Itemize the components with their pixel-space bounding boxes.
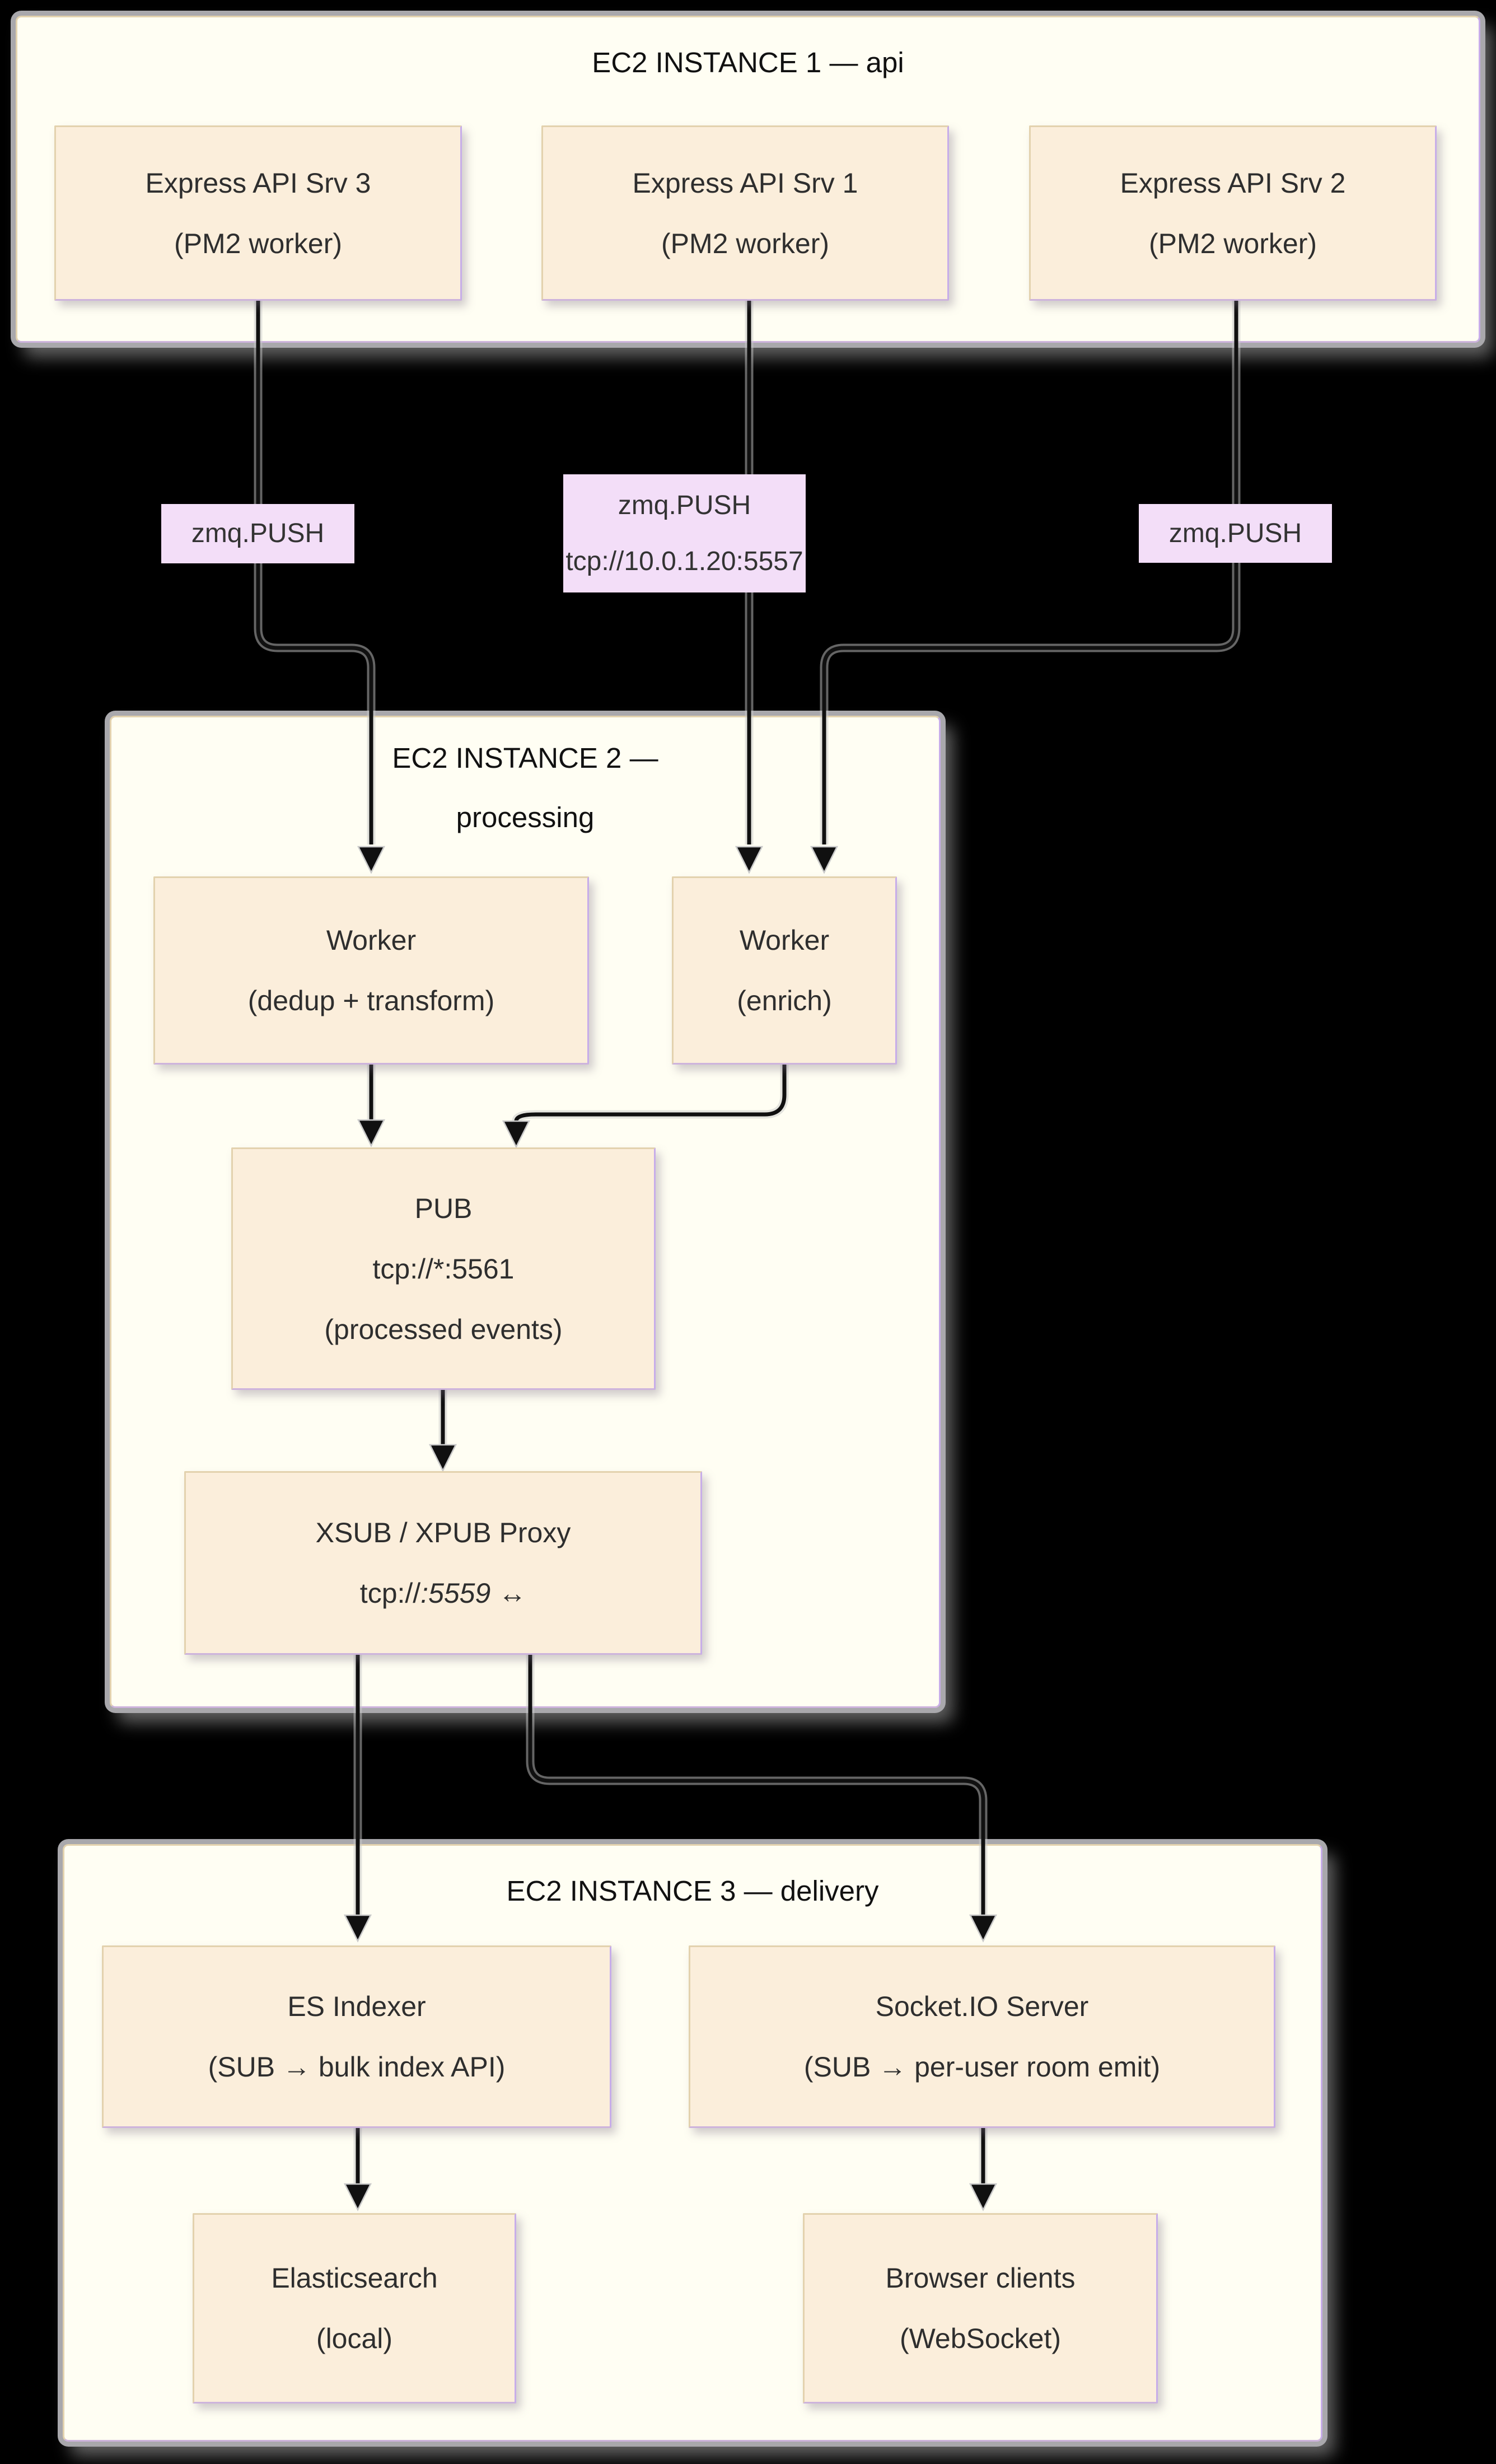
container-title-ec2-2-line1: EC2 INSTANCE 2 — <box>392 742 658 774</box>
node-line: (PM2 worker) <box>174 227 343 259</box>
node-line-italic: :5559 <box>420 1578 491 1609</box>
node-line: (processed events) <box>324 1313 563 1345</box>
node-es-indexer: ES Indexer (SUB → bulk index API) <box>102 1945 611 2128</box>
node-xsub-xpub-proxy: XSUB / XPUB Proxy tcp://:5559 ↔ <box>184 1471 702 1655</box>
container-title-ec2-3: EC2 INSTANCE 3 — delivery <box>506 1875 879 1907</box>
node-line: tcp://*:5561 <box>372 1253 515 1285</box>
edge-label-text: zmq.PUSH <box>191 519 325 548</box>
node-line: ES Indexer <box>287 1991 426 2022</box>
node-express-api-srv-2: Express API Srv 2 (PM2 worker) <box>1029 125 1437 301</box>
node-line: Worker <box>739 925 830 956</box>
node-line: XSUB / XPUB Proxy <box>315 1517 571 1548</box>
edge-label-zmq-push-left: zmq.PUSH <box>161 504 354 563</box>
node-express-api-srv-3: Express API Srv 3 (PM2 worker) <box>54 125 462 301</box>
node-line: (dedup + transform) <box>247 985 495 1016</box>
node-pub: PUB tcp://*:5561 (processed events) <box>231 1147 656 1390</box>
node-elasticsearch: Elasticsearch (local) <box>193 2213 516 2404</box>
container-title-ec2-1: EC2 INSTANCE 1 — api <box>592 46 904 78</box>
node-socketio-server: Socket.IO Server (SUB → per-user room em… <box>689 1945 1275 2128</box>
node-line: (SUB → bulk index API) <box>208 2051 506 2083</box>
node-line: (PM2 worker) <box>661 227 830 259</box>
edge-label-text: zmq.PUSH <box>1168 518 1302 548</box>
node-line-suffix: ↔ <box>490 1578 527 1609</box>
node-line: Express API Srv 1 <box>632 167 858 199</box>
node-line: PUB <box>414 1192 473 1224</box>
container-title-ec2-2: EC2 INSTANCE 2 — processing <box>111 717 939 847</box>
container-title-ec2-2-line2: processing <box>456 801 595 833</box>
node-line: Express API Srv 2 <box>1120 167 1346 199</box>
node-line: (SUB → per-user room emit) <box>803 2051 1161 2083</box>
edge-label-zmq-push-mid: zmq.PUSH tcp://10.0.1.20:5557 <box>563 474 806 592</box>
edge-label-text: zmq.PUSH <box>618 490 751 520</box>
node-line: Elasticsearch <box>271 2262 438 2294</box>
node-line: (enrich) <box>737 985 832 1016</box>
edge-label-endpoint: tcp://10.0.1.20:5557 <box>565 546 803 576</box>
edge-label-zmq-push-right: zmq.PUSH <box>1139 504 1332 563</box>
node-line: Socket.IO Server <box>875 1991 1089 2022</box>
node-line: (PM2 worker) <box>1148 227 1317 259</box>
node-line: Worker <box>326 925 417 956</box>
node-line: (WebSocket) <box>899 2323 1062 2354</box>
node-worker-dedup-transform: Worker (dedup + transform) <box>153 876 589 1065</box>
node-browser-clients: Browser clients (WebSocket) <box>803 2213 1158 2404</box>
node-line: (local) <box>316 2323 393 2354</box>
node-line: Browser clients <box>885 2262 1076 2294</box>
node-line: tcp://:5559 ↔ <box>360 1563 526 1623</box>
node-express-api-srv-1: Express API Srv 1 (PM2 worker) <box>541 125 949 301</box>
node-line: Express API Srv 3 <box>145 167 371 199</box>
node-worker-enrich: Worker (enrich) <box>672 876 897 1065</box>
node-line-prefix: tcp:// <box>359 1578 421 1609</box>
